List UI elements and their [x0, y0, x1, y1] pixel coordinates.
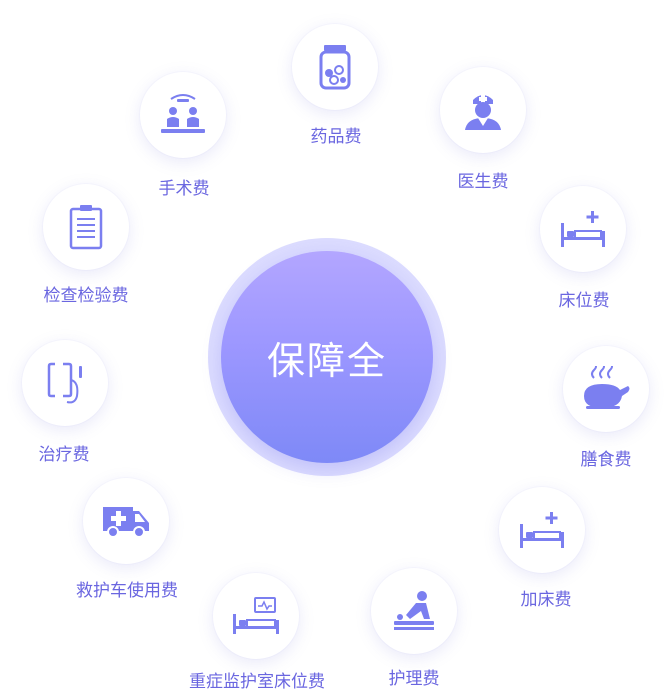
surgery-node	[140, 72, 226, 158]
meal-node	[563, 346, 649, 432]
center-title: 保障全	[266, 338, 387, 383]
extra-bed-icon	[520, 512, 564, 548]
medicine-label: 药品费	[310, 127, 362, 147]
surgery-icon	[161, 94, 205, 133]
doctor-label: 医生费	[457, 172, 509, 192]
caregiver-icon	[394, 591, 434, 630]
nursing-label: 护理费	[388, 669, 440, 689]
ambulance-icon	[103, 507, 149, 538]
icu-label: 重症监护室床位费	[189, 672, 325, 692]
extra-bed-node	[499, 487, 585, 573]
ambulance-node	[83, 478, 169, 564]
icu-bed-monitor-icon	[233, 597, 279, 634]
hospital-bed-icon	[561, 211, 605, 247]
nursing-node	[371, 568, 457, 654]
roast-chicken-icon	[584, 366, 630, 409]
extra-bed-label: 加床费	[520, 590, 572, 610]
exam-node	[43, 184, 129, 270]
nurse-icon	[465, 95, 501, 130]
treatment-label: 治疗费	[38, 445, 90, 465]
bed-label: 床位费	[558, 291, 610, 311]
treatment-node	[22, 340, 108, 426]
bed-node	[540, 186, 626, 272]
doctor-node	[440, 67, 526, 153]
center-circle	[221, 251, 433, 463]
clipboard-report-icon	[69, 205, 103, 250]
iv-drip-icon	[47, 362, 82, 404]
surgery-label: 手术费	[158, 179, 210, 199]
exam-label: 检查检验费	[43, 286, 129, 306]
medicine-node	[292, 24, 378, 110]
meal-label: 膳食费	[580, 450, 632, 470]
ambulance-label: 救护车使用费	[76, 581, 178, 601]
icu-node	[213, 573, 299, 659]
medicine-bottle-icon	[319, 45, 351, 90]
